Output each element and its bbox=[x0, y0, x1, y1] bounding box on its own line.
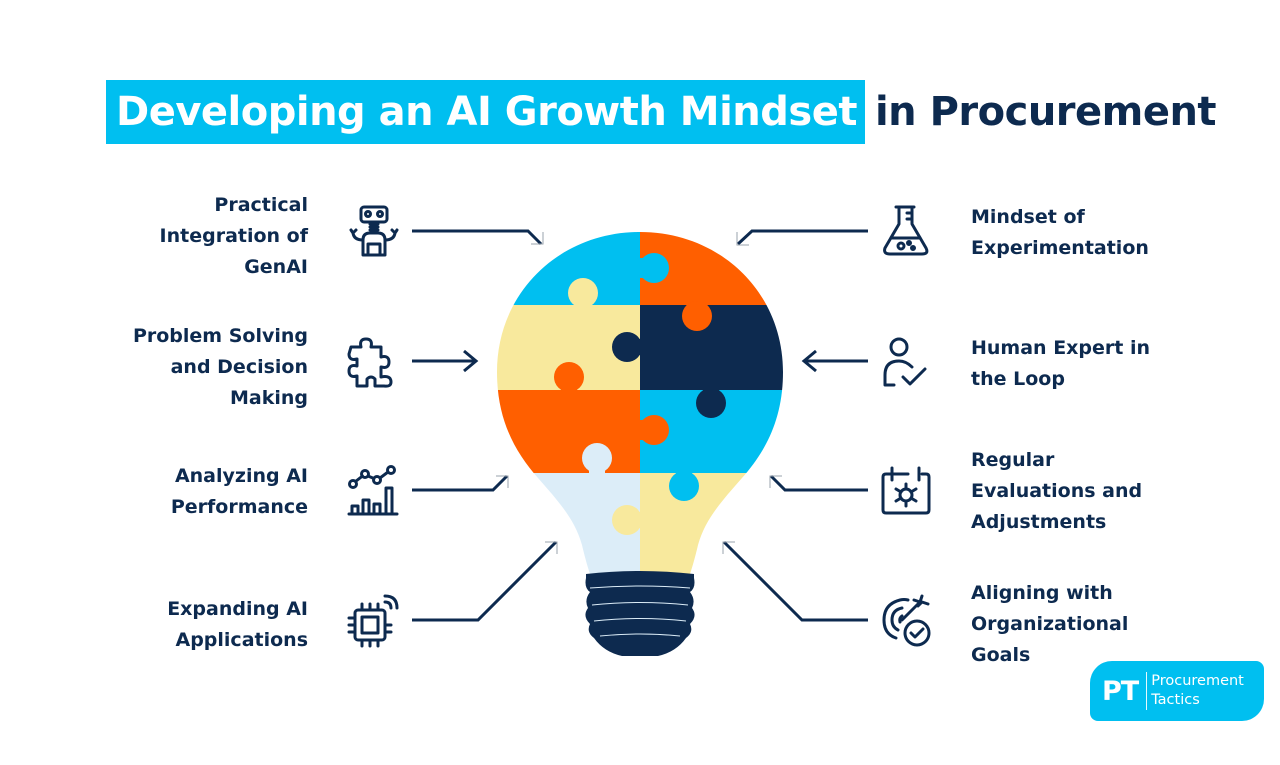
logo-mark: PT bbox=[1102, 675, 1139, 707]
label-line: Regular bbox=[971, 449, 1055, 471]
label-line: Performance bbox=[170, 496, 308, 518]
logo-divider bbox=[1146, 672, 1148, 710]
item-aligning-goals: Aligning with Organizational Goals bbox=[971, 578, 1231, 671]
item-regular-evaluations: Regular Evaluations and Adjustments bbox=[971, 445, 1231, 538]
label-line: Applications bbox=[175, 629, 309, 651]
label-line: Experimentation bbox=[971, 237, 1149, 259]
puzzle-piece-icon bbox=[345, 333, 401, 389]
label-line: Expanding AI bbox=[167, 598, 308, 620]
label-line: Organizational bbox=[971, 613, 1129, 635]
item-practical-integration: Practical Integration of GenAI bbox=[58, 190, 308, 283]
label-line: Mindset of bbox=[971, 206, 1085, 228]
calendar-gear-icon bbox=[878, 462, 934, 518]
item-analyzing-performance: Analyzing AI Performance bbox=[58, 461, 308, 523]
label-line: Goals bbox=[971, 644, 1031, 666]
label-line: Evaluations and bbox=[971, 480, 1143, 502]
label-line: Practical bbox=[214, 194, 308, 216]
label-line: Integration of bbox=[159, 225, 308, 247]
wireless-chip-icon bbox=[345, 592, 401, 648]
bulb-puzzle bbox=[497, 232, 783, 574]
item-expanding-applications: Expanding AI Applications bbox=[58, 594, 308, 656]
logo-line1: Procurement bbox=[1151, 673, 1244, 689]
label-line: GenAI bbox=[244, 256, 308, 278]
label-line: the Loop bbox=[971, 368, 1065, 390]
logo-line2: Tactics bbox=[1151, 692, 1200, 708]
label-line: Aligning with bbox=[971, 582, 1113, 604]
connectors-right bbox=[722, 229, 868, 622]
bulb-base bbox=[585, 571, 695, 656]
page-title: Developing an AI Growth Mindset in Procu… bbox=[106, 80, 1217, 144]
label-line: Human Expert in bbox=[971, 337, 1151, 359]
label-line: Problem Solving bbox=[132, 325, 308, 347]
label-line: Adjustments bbox=[971, 511, 1107, 533]
user-check-icon bbox=[878, 333, 934, 389]
label-line: and Decision bbox=[170, 356, 308, 378]
connectors-left bbox=[412, 229, 558, 622]
title-rest: in Procurement bbox=[874, 89, 1217, 135]
label-line: Making bbox=[229, 387, 308, 409]
item-mindset-experimentation: Mindset of Experimentation bbox=[971, 202, 1231, 264]
procurement-tactics-logo[interactable]: PT Procurement Tactics bbox=[1090, 661, 1264, 721]
label-line: Analyzing AI bbox=[174, 465, 308, 487]
logo-text: Procurement Tactics bbox=[1151, 672, 1244, 710]
robot-icon bbox=[345, 202, 401, 258]
analytics-chart-icon bbox=[345, 462, 401, 518]
item-human-expert: Human Expert in the Loop bbox=[971, 333, 1231, 395]
flask-icon bbox=[878, 202, 934, 258]
target-check-icon bbox=[878, 592, 934, 648]
title-highlighted: Developing an AI Growth Mindset bbox=[106, 80, 865, 144]
item-problem-solving: Problem Solving and Decision Making bbox=[58, 321, 308, 414]
